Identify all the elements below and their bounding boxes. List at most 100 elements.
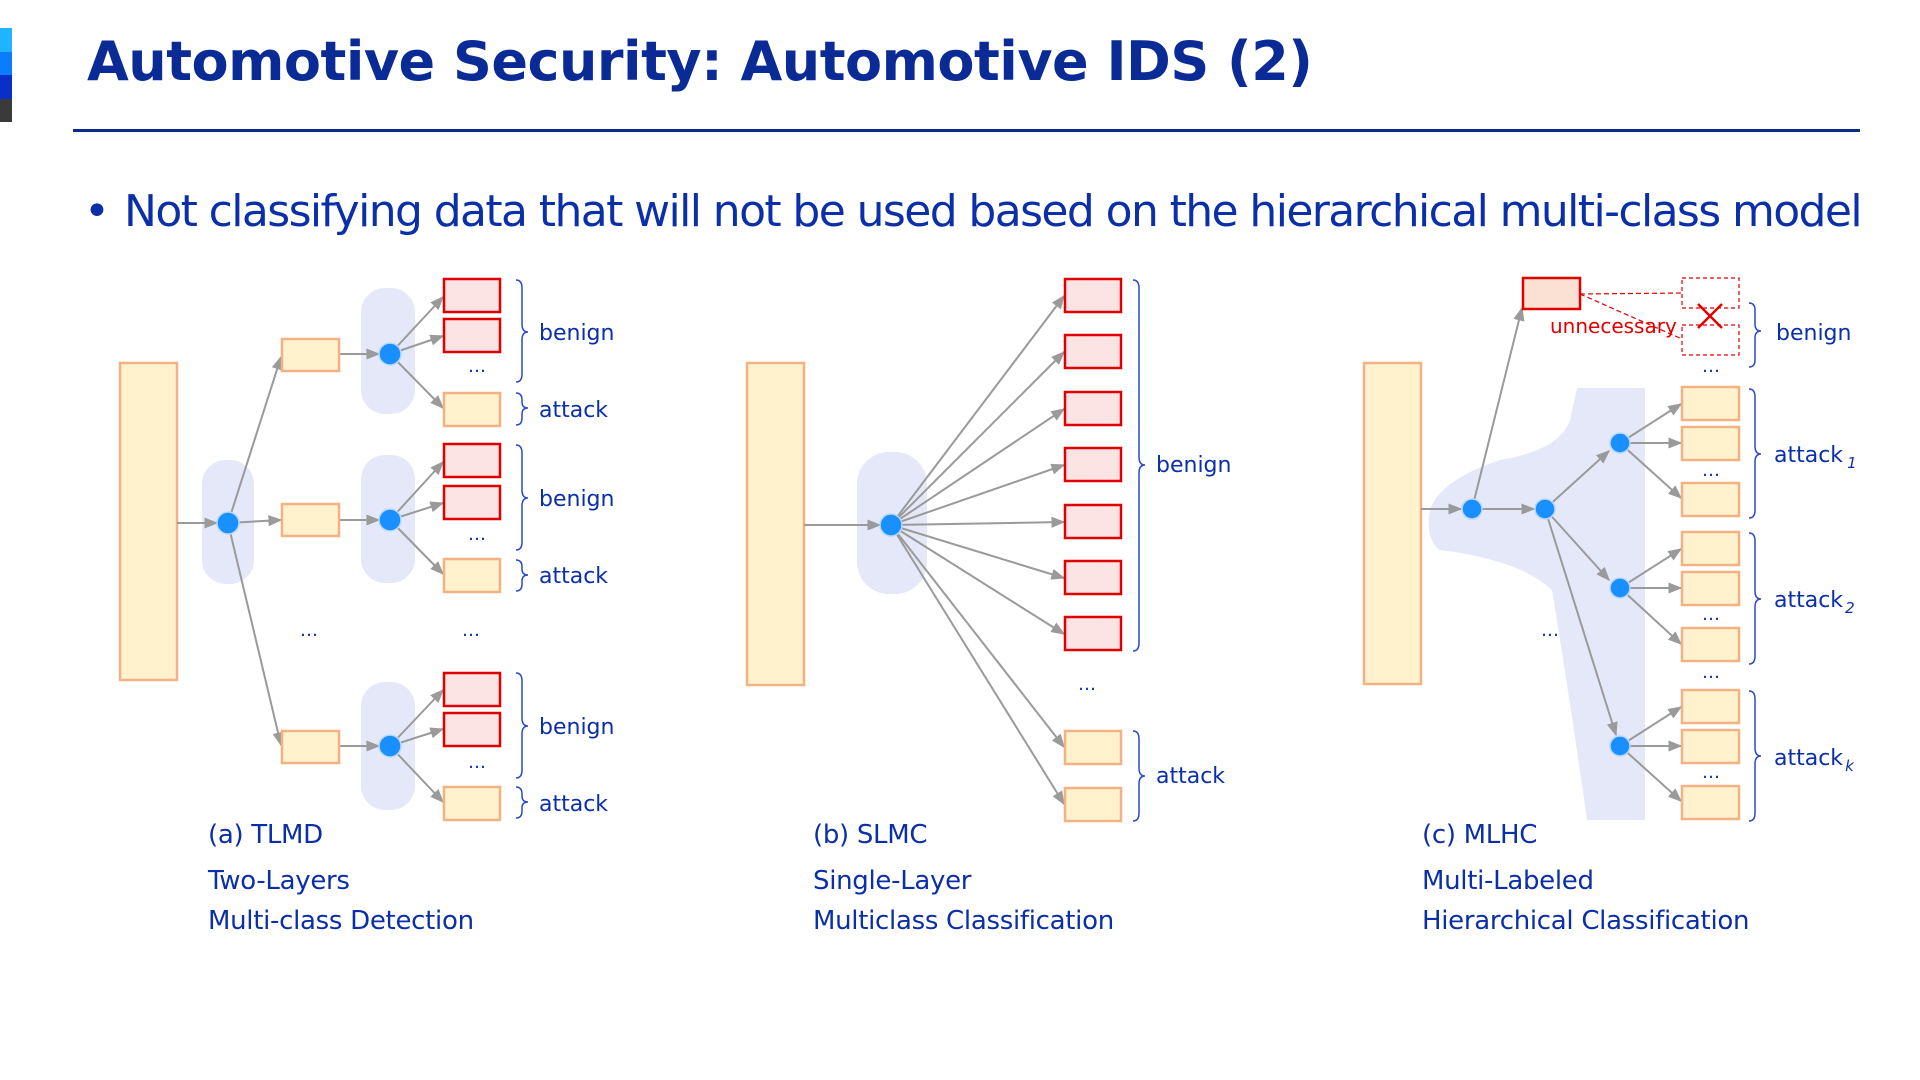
attack-class-box bbox=[1680, 784, 1741, 821]
caption-line: Single-Layer bbox=[813, 866, 972, 896]
connector-arrow bbox=[227, 522, 284, 747]
attack-label: attack bbox=[539, 398, 608, 423]
input-feature-block bbox=[118, 361, 179, 682]
accent-bar-segment bbox=[0, 28, 12, 52]
attack-label: attack bbox=[539, 792, 608, 817]
connector-arrow bbox=[890, 351, 1065, 526]
attack-class-box bbox=[1680, 728, 1741, 765]
slmc-diagram: benign attack … bbox=[745, 277, 1231, 823]
connector-arrow bbox=[1544, 450, 1611, 510]
bullet-point: • Not classifying data that will not be u… bbox=[84, 186, 1863, 237]
attack-class-box bbox=[1680, 530, 1741, 567]
connector-arrow bbox=[1619, 706, 1683, 747]
caption-id: (a) TLMD bbox=[208, 820, 323, 850]
attack-1-subscript: 1 bbox=[1847, 454, 1857, 472]
connector-arrow bbox=[890, 463, 1066, 526]
class-arrows bbox=[890, 294, 1066, 806]
benign-class-box bbox=[442, 442, 502, 479]
ellipsis: … bbox=[462, 620, 480, 641]
benign-class-box bbox=[442, 711, 502, 748]
attack-class-box bbox=[1063, 786, 1123, 823]
connector-arrow bbox=[389, 460, 444, 521]
ellipsis: … bbox=[1702, 460, 1720, 481]
classifier-node bbox=[216, 511, 240, 535]
connector-arrow bbox=[389, 295, 444, 355]
attack-class-box bbox=[1680, 481, 1741, 518]
benign-label: benign bbox=[539, 715, 614, 740]
group-brace bbox=[1748, 302, 1762, 368]
intermediate-block bbox=[280, 502, 341, 538]
bullet-dot: • bbox=[84, 186, 110, 237]
ellipsis: … bbox=[1702, 356, 1720, 377]
benign-label: benign bbox=[1156, 453, 1231, 478]
connector-arrow bbox=[389, 745, 444, 804]
ellipsis: … bbox=[300, 620, 318, 641]
group-brace bbox=[1748, 388, 1762, 519]
classifier-node bbox=[879, 513, 903, 537]
ellipsis: … bbox=[1702, 604, 1720, 625]
classifier-node bbox=[378, 508, 402, 532]
benign-class-box bbox=[442, 484, 502, 521]
classifier-node bbox=[1609, 735, 1631, 757]
tlmd-caption: (a) TLMD Two-Layers Multi-class Detectio… bbox=[208, 815, 474, 941]
caption-id: (c) MLHC bbox=[1422, 820, 1538, 850]
benign-class-box bbox=[442, 317, 502, 354]
accent-bar-segment bbox=[0, 51, 12, 75]
classifier-node bbox=[1609, 432, 1631, 454]
connector-arrow bbox=[389, 519, 444, 575]
attack-class-box bbox=[442, 557, 502, 594]
caption-line: Hierarchical Classification bbox=[1422, 906, 1750, 936]
benign-class-box bbox=[442, 277, 502, 314]
benign-label: benign bbox=[1776, 321, 1851, 346]
unnecessary-link bbox=[1579, 292, 1683, 295]
connector-arrow bbox=[1544, 508, 1610, 582]
input-feature-block bbox=[1362, 361, 1423, 686]
hierarchy-group-shade bbox=[1428, 388, 1645, 820]
connector-arrow bbox=[890, 516, 1066, 528]
group-brace bbox=[1132, 730, 1146, 822]
connector-arrow bbox=[389, 353, 444, 409]
bullet-text: Not classifying data that will not be us… bbox=[124, 186, 1863, 237]
benign-class-box bbox=[1063, 446, 1123, 483]
group-brace bbox=[515, 444, 529, 551]
connector-arrow bbox=[227, 355, 283, 524]
benign-class-box bbox=[442, 671, 502, 708]
ellipsis: … bbox=[468, 752, 486, 773]
unnecessary-link bbox=[1579, 293, 1683, 340]
title-underline bbox=[73, 129, 1860, 132]
attack-label: attack bbox=[539, 564, 608, 589]
benign-class-box bbox=[1063, 277, 1123, 314]
classifier-node bbox=[378, 342, 402, 366]
classifier-node bbox=[1461, 498, 1483, 520]
unnecessary-label: unnecessary bbox=[1550, 314, 1677, 338]
ellipsis: … bbox=[1078, 674, 1096, 695]
connector-arrow bbox=[890, 408, 1066, 526]
group-brace bbox=[515, 672, 529, 779]
connector-arrow bbox=[890, 294, 1065, 526]
attack-label: attack bbox=[1156, 764, 1225, 789]
benign-class-box bbox=[1063, 390, 1123, 427]
connector-arrow bbox=[1471, 306, 1525, 510]
mlhc-caption: (c) MLHC Multi-Labeled Hierarchical Clas… bbox=[1422, 815, 1749, 941]
connector-arrow bbox=[1619, 403, 1683, 444]
group-brace bbox=[515, 279, 529, 383]
unnecessary-box bbox=[1681, 277, 1740, 309]
group-brace bbox=[1748, 532, 1762, 665]
caption-line: Two-Layers bbox=[208, 866, 350, 896]
accent-bar bbox=[0, 28, 12, 122]
attack-class-box bbox=[1680, 570, 1741, 607]
accent-bar-segment bbox=[0, 75, 12, 99]
group-brace bbox=[1748, 690, 1762, 822]
connector-arrow bbox=[1619, 745, 1683, 802]
benign-class-box bbox=[1063, 333, 1123, 370]
caption-id: (b) SLMC bbox=[813, 820, 928, 850]
benign-class-box bbox=[1521, 276, 1582, 311]
attack-class-box bbox=[1680, 425, 1741, 462]
classifier-node bbox=[378, 734, 402, 758]
group-brace bbox=[1132, 279, 1146, 652]
group-brace bbox=[515, 786, 529, 819]
group-brace bbox=[515, 392, 529, 426]
